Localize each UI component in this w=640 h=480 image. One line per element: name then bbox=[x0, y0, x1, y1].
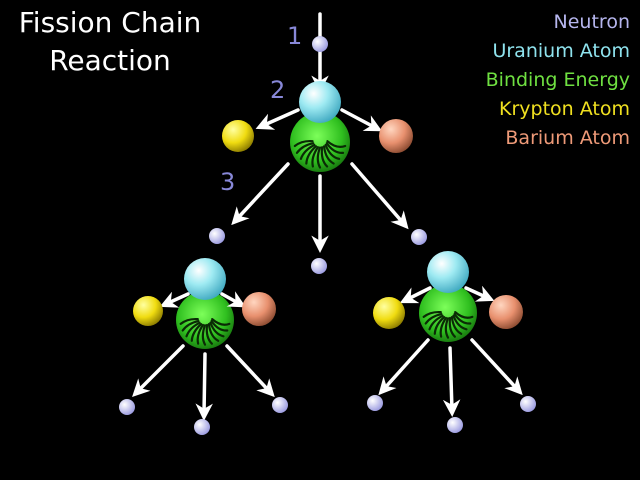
energy-spike bbox=[210, 319, 229, 332]
energy-spike bbox=[326, 140, 347, 148]
legend-uranium-atom: Uranium Atom bbox=[492, 40, 630, 62]
energy-spike bbox=[322, 145, 335, 165]
energy-spike bbox=[181, 319, 200, 332]
arrow bbox=[220, 291, 247, 308]
diagram-title: Fission Chain Reaction bbox=[0, 4, 220, 80]
uranium-atom bbox=[299, 81, 341, 123]
energy-spike bbox=[320, 146, 329, 168]
energy-spike bbox=[444, 317, 450, 339]
neutron bbox=[311, 258, 327, 274]
arrow bbox=[470, 338, 523, 396]
energy-spike bbox=[316, 146, 322, 169]
barium-atom bbox=[242, 292, 276, 326]
energy-spike bbox=[196, 323, 205, 345]
energy-spike bbox=[311, 146, 320, 168]
energy-spike bbox=[433, 316, 446, 335]
neutron bbox=[367, 395, 383, 411]
legend-neutron: Neutron bbox=[553, 11, 630, 33]
arrow bbox=[225, 344, 275, 398]
neutron bbox=[411, 229, 427, 245]
energy-spike bbox=[454, 311, 474, 319]
energy-spike bbox=[201, 324, 207, 346]
neutron bbox=[272, 397, 288, 413]
title-line-1: Fission Chain bbox=[18, 6, 202, 39]
step-label-3: 3 bbox=[220, 168, 236, 196]
energy-spike bbox=[450, 316, 463, 335]
neutron bbox=[447, 417, 463, 433]
neutron bbox=[520, 396, 536, 412]
energy-spike bbox=[324, 143, 341, 160]
energy-spike bbox=[179, 317, 199, 325]
energy-spike bbox=[295, 142, 315, 154]
energy-spike bbox=[305, 145, 318, 165]
title-line-2: Reaction bbox=[49, 44, 171, 77]
legend-barium-atom: Barium Atom bbox=[505, 127, 630, 149]
energy-spike bbox=[424, 312, 443, 325]
energy-spike bbox=[325, 142, 345, 154]
energy-spike bbox=[207, 323, 220, 342]
krypton-atom bbox=[133, 296, 163, 326]
energy-spike bbox=[185, 321, 201, 338]
energy-spike bbox=[452, 314, 468, 331]
barium-atom bbox=[489, 295, 523, 329]
neutron bbox=[119, 399, 135, 415]
uranium-atom bbox=[427, 251, 469, 293]
neutron bbox=[194, 419, 210, 435]
energy-spike bbox=[299, 143, 316, 160]
arrow bbox=[350, 162, 409, 230]
energy-spike bbox=[422, 310, 442, 318]
arrow bbox=[464, 285, 495, 302]
arrow bbox=[399, 286, 432, 304]
energy-spike bbox=[293, 139, 314, 148]
legend-binding-energy: Binding Energy bbox=[485, 69, 630, 91]
arrow bbox=[231, 162, 290, 226]
energy-spike bbox=[448, 316, 456, 338]
energy-spike bbox=[211, 318, 231, 326]
energy-spike bbox=[205, 323, 213, 345]
legend-krypton-atom: Krypton Atom bbox=[499, 98, 630, 120]
legend: Neutron Uranium Atom Binding Energy Kryp… bbox=[486, 8, 630, 153]
arrow bbox=[132, 344, 185, 397]
krypton-atom bbox=[222, 120, 254, 152]
energy-spike bbox=[439, 316, 448, 338]
arrow bbox=[255, 108, 300, 130]
step-label-2: 2 bbox=[270, 76, 286, 104]
arrow bbox=[442, 346, 461, 417]
energy-spike bbox=[190, 323, 203, 342]
reaction-layer bbox=[119, 12, 536, 435]
neutron bbox=[312, 36, 328, 52]
arrow bbox=[195, 352, 213, 421]
arrow bbox=[340, 108, 383, 132]
arrow bbox=[378, 338, 430, 396]
krypton-atom bbox=[373, 297, 405, 329]
barium-atom bbox=[379, 119, 413, 153]
uranium-atom bbox=[184, 258, 226, 300]
energy-spike bbox=[209, 321, 225, 338]
step-label-1: 1 bbox=[287, 22, 303, 50]
energy-spike bbox=[453, 312, 472, 325]
energy-spike bbox=[428, 314, 444, 331]
arrow bbox=[159, 291, 190, 308]
neutron bbox=[209, 228, 225, 244]
